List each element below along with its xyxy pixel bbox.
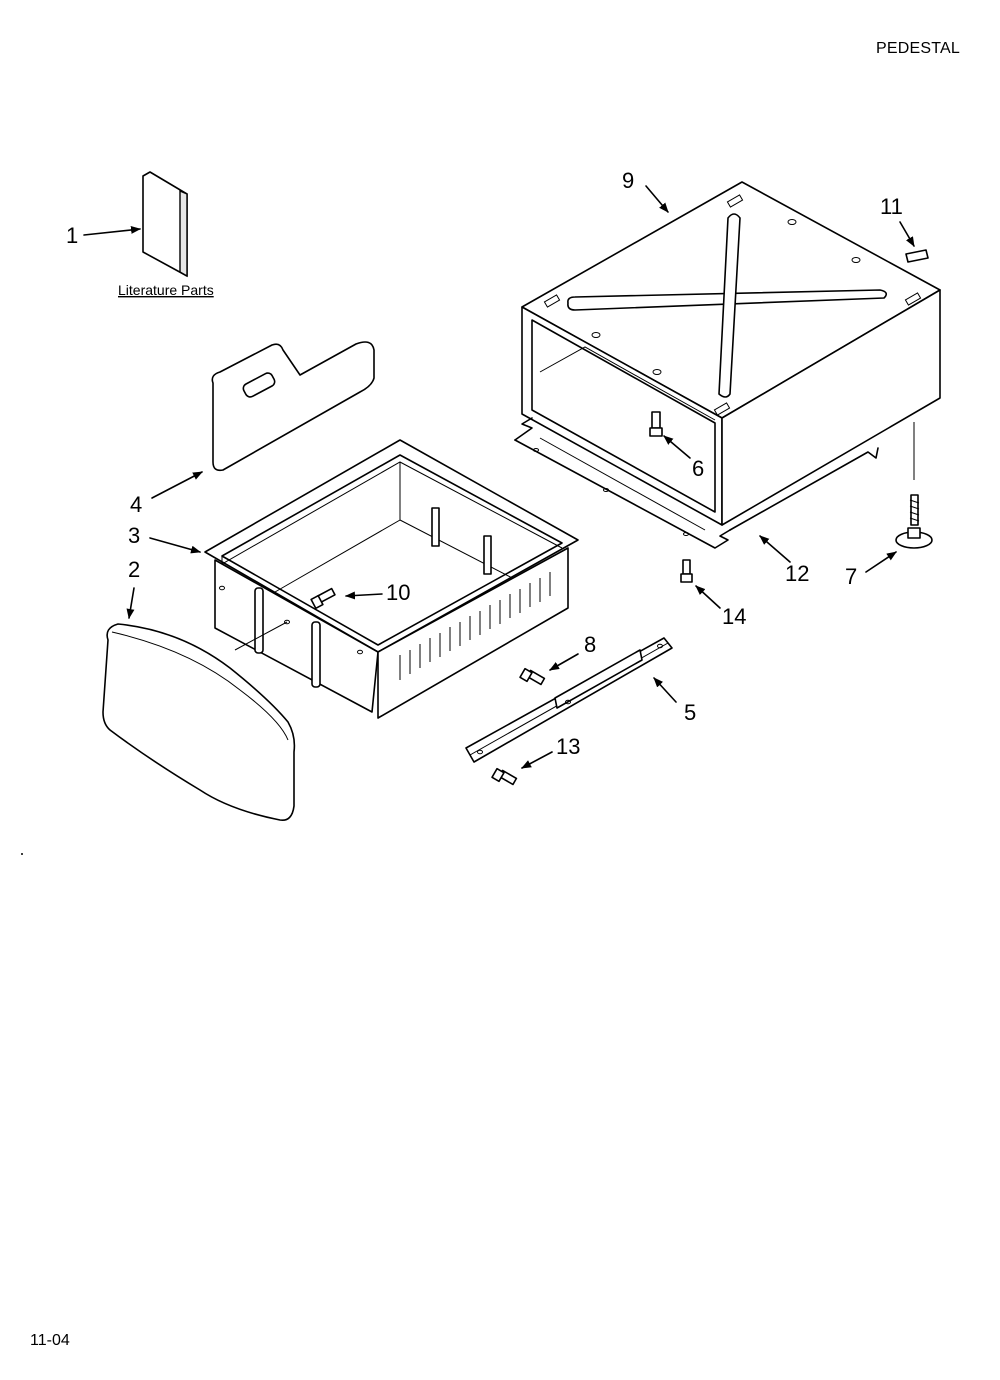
callout-7: 7 (845, 564, 857, 589)
callout-12: 12 (785, 561, 809, 586)
revision-code: 11-04 (30, 1332, 70, 1349)
part-drawer-front[interactable] (102, 623, 296, 822)
callout-6: 6 (692, 456, 704, 481)
part-literature-booklet[interactable]: Literature Parts (118, 171, 214, 298)
callout-1: 1 (66, 223, 78, 248)
callout-13: 13 (556, 734, 580, 759)
callout-9: 9 (622, 168, 634, 193)
callout-5: 5 (684, 700, 696, 725)
part-drawer-screw[interactable] (310, 587, 336, 610)
literature-parts-label: Literature Parts (118, 282, 214, 298)
part-base-screw[interactable] (680, 559, 693, 583)
part-drawer-slide-rail[interactable] (465, 637, 673, 763)
callout-10: 10 (386, 580, 410, 605)
part-cabinet-screw[interactable] (649, 411, 663, 437)
part-slide-screw-upper[interactable] (519, 667, 546, 686)
part-pedestal-cabinet[interactable] (521, 181, 941, 526)
part-drawer-divider-panel[interactable] (211, 341, 375, 472)
part-leveling-leg[interactable] (895, 422, 933, 549)
callout-11: 11 (880, 194, 903, 219)
callout-3: 3 (128, 523, 140, 548)
part-base-plate[interactable] (514, 417, 879, 549)
stray-mark (21, 853, 23, 855)
callout-4: 4 (130, 492, 142, 517)
callout-2: 2 (128, 557, 140, 582)
callout-arrows (83, 185, 915, 769)
part-spacer-pad[interactable] (905, 249, 929, 263)
callout-labels: 1 2 3 4 5 6 7 8 9 10 11 12 13 14 (66, 168, 903, 759)
callout-8: 8 (584, 632, 596, 657)
part-slide-screw-lower[interactable] (491, 767, 518, 786)
callout-14: 14 (722, 604, 746, 629)
section-title: PEDESTAL (876, 40, 960, 57)
part-drawer-bin[interactable] (204, 439, 579, 719)
